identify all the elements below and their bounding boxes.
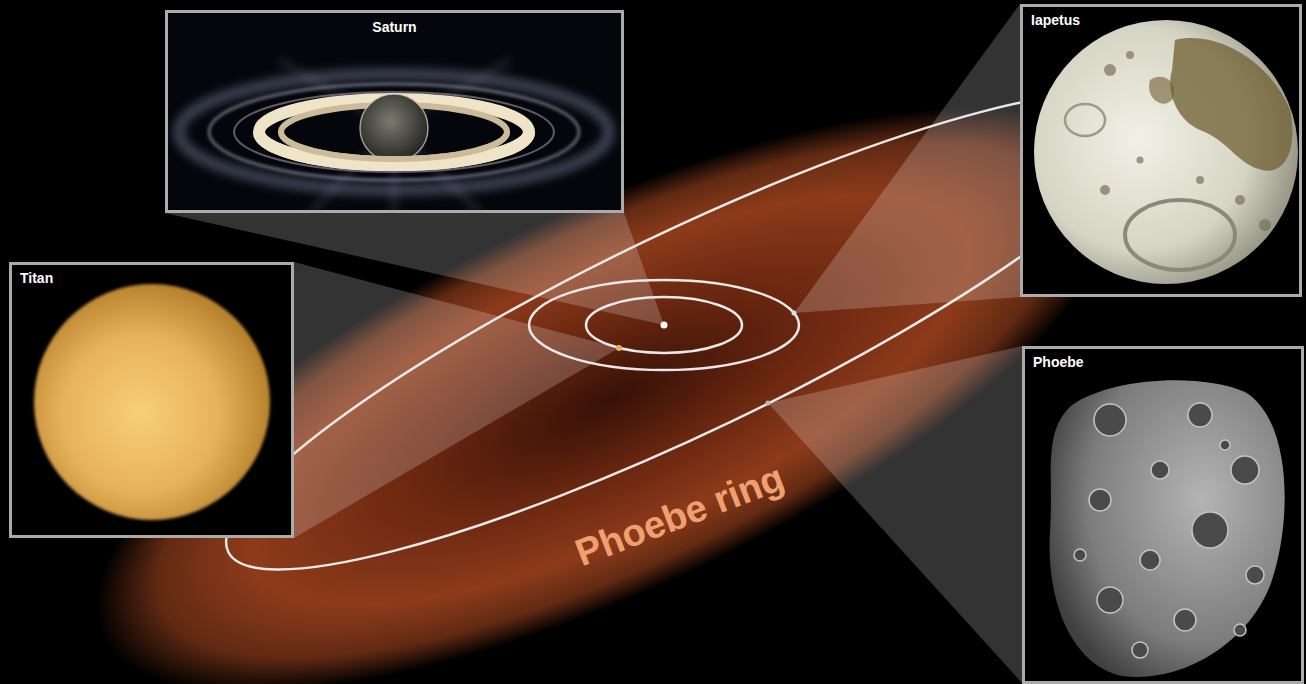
crater	[1220, 440, 1230, 450]
phoebe-body	[1050, 380, 1285, 677]
inset-title: Iapetus	[1031, 12, 1080, 28]
phoebe-dot	[766, 401, 771, 406]
crater	[1074, 549, 1086, 561]
crater	[1235, 195, 1245, 205]
titan-inset: Titan	[9, 262, 294, 538]
inset-background	[165, 10, 624, 213]
phoebe-inset: Phoebe	[1022, 346, 1304, 684]
inset-background	[1020, 4, 1302, 297]
saturn-inset: Saturn	[165, 10, 624, 213]
crater	[1140, 550, 1160, 570]
phoebe-picture	[1022, 346, 1304, 684]
crater-group	[1100, 51, 1271, 231]
crater	[1192, 512, 1228, 548]
saturn-picture	[165, 10, 624, 213]
crater	[1188, 403, 1212, 427]
iapetus-dot	[792, 311, 797, 316]
crater	[1104, 64, 1116, 76]
titan-orbit	[586, 297, 742, 353]
crater	[1259, 219, 1271, 231]
crater	[1174, 609, 1196, 631]
crater	[1065, 104, 1105, 136]
inner-ring-front	[281, 132, 507, 159]
inset-title: Saturn	[168, 19, 621, 35]
inset-title: Phoebe	[1033, 354, 1084, 370]
crater	[1196, 176, 1204, 184]
dark-region	[1170, 38, 1292, 171]
crater	[1137, 157, 1144, 164]
iapetus-picture	[1020, 4, 1302, 297]
inset-background	[1022, 346, 1304, 684]
g-ring	[209, 84, 579, 180]
iapetus-inset: Iapetus	[1020, 4, 1302, 297]
crater-group	[1074, 403, 1264, 658]
zoom-cone	[768, 346, 1022, 683]
impact-basin	[1125, 200, 1235, 270]
titan-dot	[616, 345, 622, 351]
inset-title: Titan	[20, 270, 53, 286]
f-ring	[234, 92, 554, 172]
saturn-globe	[360, 94, 428, 162]
iapetus-orbit	[529, 280, 799, 370]
crater	[1151, 461, 1169, 479]
titan-picture	[9, 262, 294, 538]
e-ring	[179, 74, 609, 190]
zoom-cone	[294, 262, 619, 538]
inset-background	[9, 262, 294, 538]
zoom-cone	[794, 4, 1020, 313]
crater	[1132, 642, 1148, 658]
iapetus-globe	[1034, 20, 1298, 284]
main-ring-front	[259, 132, 529, 165]
titan-globe	[34, 284, 270, 520]
crater	[1097, 587, 1123, 613]
crater	[1231, 456, 1259, 484]
crater	[1100, 185, 1110, 195]
crater	[1126, 51, 1134, 59]
crater	[1094, 404, 1126, 436]
crater	[1234, 624, 1246, 636]
saturn-dot	[661, 322, 668, 329]
dark-region	[1149, 77, 1174, 104]
crater	[1246, 566, 1264, 584]
crater	[1089, 489, 1111, 511]
